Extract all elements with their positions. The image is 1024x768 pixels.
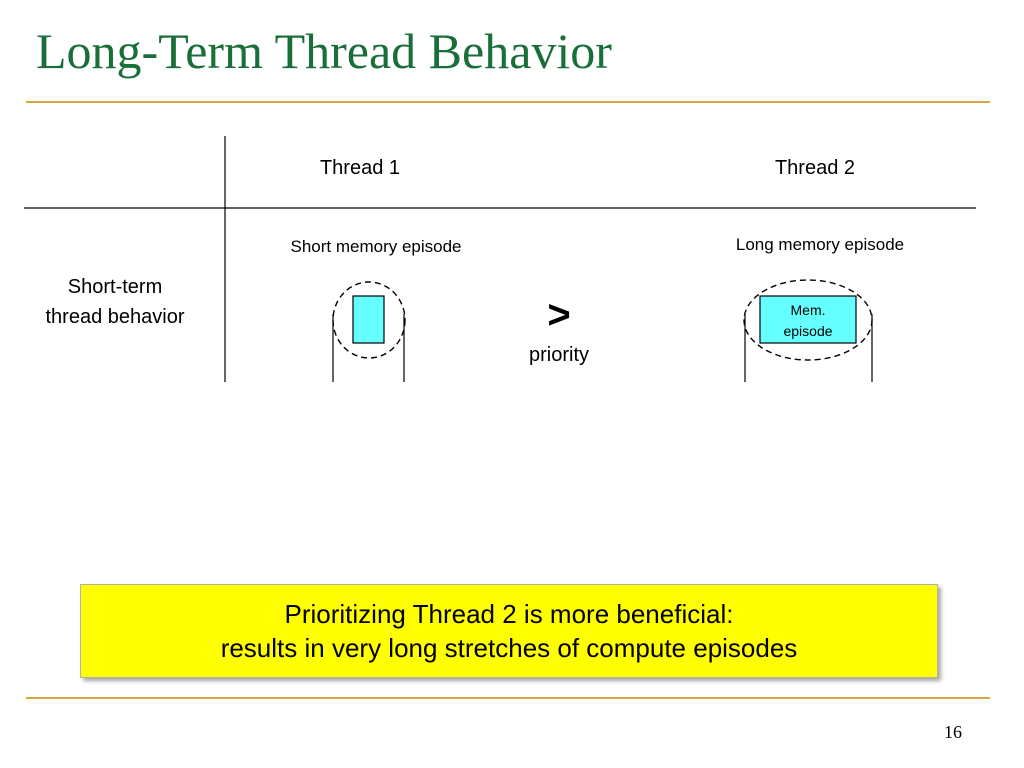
callout-line-2: results in very long stretches of comput… [220, 633, 798, 663]
column-header-thread-2: Thread 2 [775, 157, 855, 179]
slide-title: Long-Term Thread Behavior [36, 23, 612, 79]
row-header-line-2: thread behavior [46, 306, 185, 328]
comparison-symbol: > [547, 293, 570, 337]
thread-1-episode-highlight [332, 281, 406, 359]
thread-2-episode-text-line-1: Mem. [791, 302, 826, 318]
thread-2-episode-label: Long memory episode [736, 235, 904, 254]
thread-1-memory-episode [352, 295, 385, 344]
thread-2-memory-episode [759, 295, 857, 344]
comparison-label: priority [529, 344, 589, 366]
thread-1-episode-label: Short memory episode [290, 237, 461, 256]
callout-line-1: Prioritizing Thread 2 is more beneficial… [284, 599, 734, 629]
footer-rule [26, 697, 990, 699]
conclusion-callout: Prioritizing Thread 2 is more beneficial… [80, 584, 938, 678]
title-rule [26, 101, 990, 103]
thread-2-episode-text-line-2: episode [783, 323, 832, 339]
page-number: 16 [944, 722, 962, 742]
thread-2-episode-highlight [743, 279, 873, 361]
row-header-line-1: Short-term [68, 276, 162, 298]
column-header-thread-1: Thread 1 [320, 157, 400, 179]
